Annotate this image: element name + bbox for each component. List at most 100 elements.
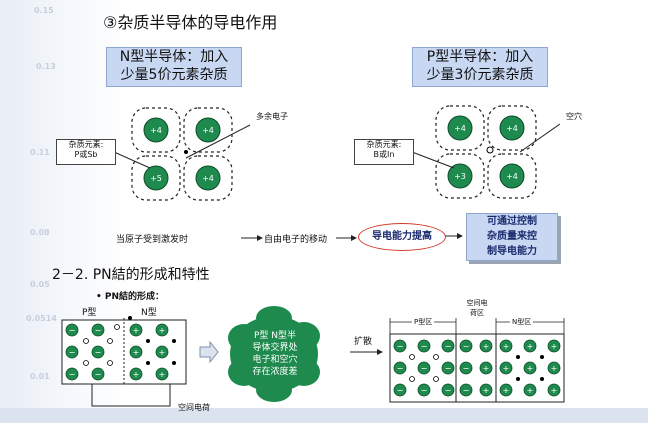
ion-charge-label: − [445, 386, 452, 395]
p-type-heading: P型半导体：加入 少量3价元素杂质 [412, 47, 548, 87]
control-line3: 制导电能力 [487, 246, 537, 257]
electron [146, 339, 150, 343]
bond-shell [435, 153, 485, 199]
ion [91, 323, 105, 337]
extra-electron [184, 150, 188, 154]
hole [409, 354, 415, 360]
bond-shell [131, 155, 181, 201]
atom-core [195, 117, 221, 143]
bond-shell [435, 105, 485, 151]
bond-shell [487, 105, 537, 151]
hole [433, 354, 439, 360]
flow-step-excite: 当原子受到激发时 [116, 235, 189, 245]
hole [409, 376, 415, 382]
p-impurity-line1: 杂质元素: [366, 140, 402, 149]
ion-charge-label: + [159, 326, 166, 335]
ion [547, 361, 561, 375]
space-charge-label: 空间电荷 [178, 403, 210, 412]
atom-core [143, 165, 169, 191]
hole [486, 146, 494, 154]
right-space-charge-label: 空间电 荷区 [462, 298, 492, 318]
cloud-line2: 导体交界处 [252, 343, 298, 353]
ion-charge-label: + [551, 364, 558, 373]
ion [441, 361, 455, 375]
ion [65, 367, 79, 381]
ion-charge-label: + [503, 386, 510, 395]
electron [516, 377, 520, 381]
ion [499, 383, 513, 397]
result-ellipse: 导电能力提高 [358, 223, 446, 251]
cloud-text: P型 N型半 导体交界处 电子和空穴 存在浓度差 [240, 330, 310, 378]
ion-charge-label: + [133, 348, 140, 357]
hole [107, 360, 113, 366]
electron [516, 355, 520, 359]
p-type-lattice: +4+4+3+4 [435, 105, 537, 199]
n-type-heading: N型半导体：加入 少量5价元素杂质 [106, 47, 242, 87]
ion-charge-label: + [483, 386, 490, 395]
n-type-heading-line2: 少量5价元素杂质 [120, 67, 228, 83]
right-p-region-label: P型区 [412, 317, 435, 327]
atom-core [499, 115, 525, 141]
ion-charge-label: − [397, 386, 404, 395]
hole [433, 376, 439, 382]
ion-charge-label: + [159, 370, 166, 379]
space-charge-bracket [91, 384, 171, 407]
cloud-line3: 电子和空穴 [252, 355, 298, 365]
atom-core [447, 115, 473, 141]
ion-charge-label: − [463, 386, 470, 395]
ion [65, 345, 79, 359]
n-extra-electron-label: 多余电子 [256, 112, 288, 121]
ion-charge-label: + [551, 386, 558, 395]
n-label-pointer [113, 151, 151, 169]
bond-shell [183, 107, 233, 153]
ion [523, 383, 537, 397]
n-impurity-line2: P或Sb [74, 150, 98, 159]
ion [129, 345, 143, 359]
ion-charge-label: + [527, 342, 534, 351]
p-impurity-line2: B或In [373, 150, 395, 159]
cloud-line1: P型 N型半 [253, 331, 297, 341]
ion-charge-label: + [159, 348, 166, 357]
p-hole-pointer [519, 123, 561, 153]
atom-charge-label: +4 [506, 172, 518, 181]
cloud-shape [228, 306, 320, 402]
control-box: 可通过控制 杂质量来控 制导电能力 [466, 213, 558, 261]
ion [129, 323, 143, 337]
ion [129, 367, 143, 381]
hole [114, 324, 120, 330]
ion [65, 323, 79, 337]
ion-charge-label: − [69, 348, 76, 357]
right-space-charge-bottom: 荷区 [470, 309, 484, 317]
ion-charge-label: − [95, 326, 102, 335]
bond-shell [131, 107, 181, 153]
ion [547, 383, 561, 397]
ion-charge-label: + [133, 370, 140, 379]
ion [523, 361, 537, 375]
ion [393, 361, 407, 375]
electron [172, 361, 176, 365]
n-impurity-box: 杂质元素: P或Sb [56, 139, 116, 165]
atom-charge-label: +4 [202, 126, 214, 135]
atom-core [195, 165, 221, 191]
p-hole-label: 空穴 [566, 112, 582, 121]
ion-charge-label: − [421, 386, 428, 395]
section-heading: 2－2. PN結的形成和特性 [52, 267, 210, 283]
atom-core [143, 117, 169, 143]
hole [83, 338, 89, 344]
n-type-heading-line1: N型半导体：加入 [119, 49, 229, 65]
ion-charge-label: − [397, 364, 404, 373]
ion-charge-label: − [445, 342, 452, 351]
atom-charge-label: +4 [202, 174, 214, 183]
ion [155, 345, 169, 359]
bond-shell [183, 155, 233, 201]
pn-left-carriers: −−−−−−++++++ [65, 316, 176, 381]
watermark-number: 0.15 [34, 6, 54, 15]
ion-charge-label: − [421, 342, 428, 351]
flow-step-move: 自由电子的移动 [264, 235, 328, 245]
hole [107, 338, 113, 344]
control-line2: 杂质量来控 [487, 231, 537, 242]
n-impurity-line1: 杂质元素: [68, 140, 104, 149]
ion-charge-label: + [527, 386, 534, 395]
